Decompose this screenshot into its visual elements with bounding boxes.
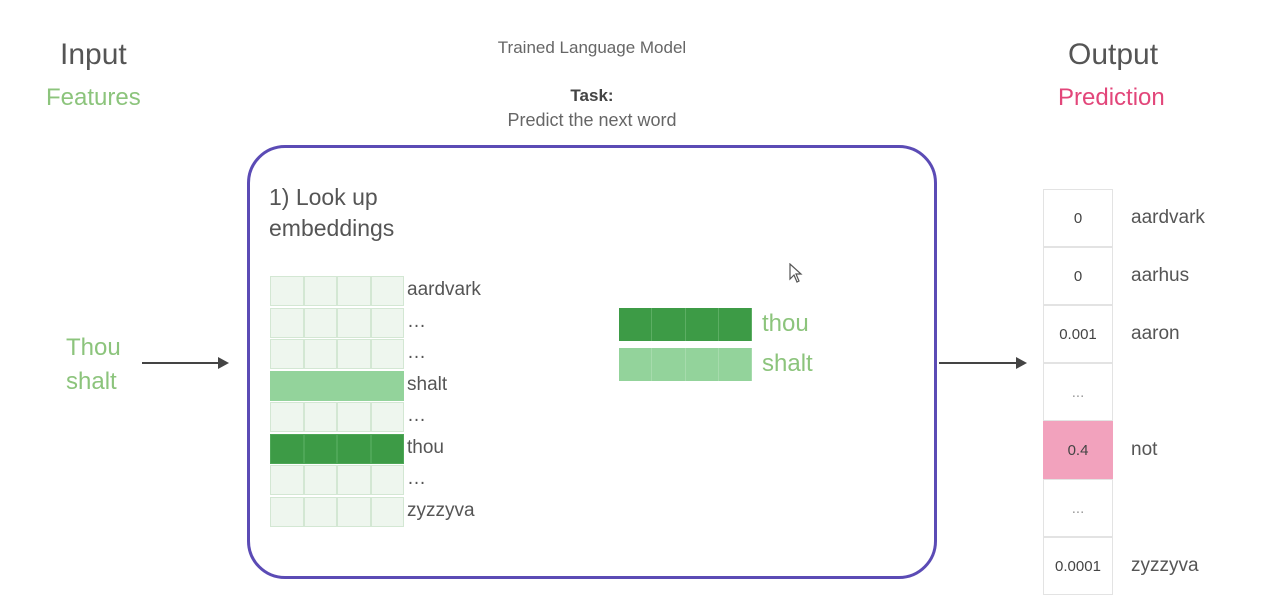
embedding-cell xyxy=(303,370,337,401)
embedding-cell xyxy=(685,348,719,381)
model-title: Trained Language Model xyxy=(497,38,687,57)
embedding-cell xyxy=(370,307,404,338)
embedding-matrix-row xyxy=(270,402,404,432)
embedding-cell xyxy=(270,370,304,401)
output-word-label: aardvark xyxy=(1131,207,1205,228)
embedding-matrix-row xyxy=(270,307,404,338)
embedding-cell xyxy=(370,433,404,464)
output-word-label: zyzzyva xyxy=(1131,555,1199,576)
embedding-cell xyxy=(370,465,404,495)
probability-cell: 0.0001 xyxy=(1043,537,1113,595)
input-word-thou: Thou xyxy=(66,334,121,361)
embedding-cell xyxy=(303,496,337,527)
probability-cell: 0 xyxy=(1043,247,1113,305)
probability-cell: ... xyxy=(1043,363,1113,421)
embedding-vector-thou xyxy=(619,308,752,341)
output-word-label: not xyxy=(1131,439,1158,460)
vocab-label: aardvark xyxy=(407,279,481,300)
embedding-cell xyxy=(337,339,371,369)
embedding-matrix-row xyxy=(270,496,404,527)
embedding-cell xyxy=(337,465,371,495)
embedding-cell xyxy=(270,402,304,432)
embedding-cell xyxy=(619,348,653,381)
embedding-cell xyxy=(619,308,653,341)
output-word-label: aarhus xyxy=(1131,265,1190,286)
embedding-label: thou xyxy=(762,310,809,337)
embedding-matrix-row xyxy=(270,465,404,495)
embedding-cell xyxy=(270,276,304,306)
embedding-cell xyxy=(270,433,304,464)
vocab-label: … xyxy=(407,468,426,489)
embedding-cell xyxy=(370,496,404,527)
vocab-label: shalt xyxy=(407,373,448,395)
embedding-cell xyxy=(652,308,686,341)
embedding-cell xyxy=(303,433,337,464)
embedding-cell xyxy=(303,465,337,495)
embedding-matrix-row xyxy=(270,370,404,401)
embedding-cell xyxy=(337,496,371,527)
vocab-label: zyzzyva xyxy=(407,499,475,521)
embedding-cell xyxy=(270,465,304,495)
model-box xyxy=(247,145,937,579)
embedding-vector-shalt xyxy=(619,348,752,381)
embedding-cell xyxy=(370,276,404,306)
embedding-cell xyxy=(303,402,337,432)
vocab-label: thou xyxy=(407,436,444,458)
task-label: Task: xyxy=(570,86,614,105)
output-word-label: aaron xyxy=(1131,323,1180,344)
embedding-cell xyxy=(337,307,371,338)
embedding-matrix-row xyxy=(270,433,404,464)
input-arrow-line xyxy=(142,362,218,364)
input-word-shalt: shalt xyxy=(66,368,117,395)
embedding-cell xyxy=(337,433,371,464)
embedding-cell xyxy=(718,308,752,341)
embedding-cell xyxy=(370,402,404,432)
embedding-cell xyxy=(652,348,686,381)
embedding-cell xyxy=(270,339,304,369)
output-title: Output xyxy=(1068,38,1159,71)
embedding-cell xyxy=(337,402,371,432)
output-arrow-head xyxy=(1016,357,1027,369)
probability-cell: 0.001 xyxy=(1043,305,1113,363)
embedding-cell xyxy=(303,276,337,306)
embedding-cell xyxy=(303,307,337,338)
embedding-cell xyxy=(337,370,371,401)
embedding-cell xyxy=(303,339,337,369)
output-arrow-line xyxy=(939,362,1016,364)
probability-cell: ... xyxy=(1043,479,1113,537)
step-label: 1) Look up embeddings xyxy=(269,184,395,241)
input-arrow-head xyxy=(218,357,229,369)
task-text: Predict the next word xyxy=(507,110,677,130)
embedding-cell xyxy=(270,496,304,527)
embedding-matrix-row xyxy=(270,339,404,369)
vocab-label: … xyxy=(407,342,426,363)
input-title: Input xyxy=(60,38,127,71)
embedding-cell xyxy=(270,307,304,338)
output-subtitle: Prediction xyxy=(1058,84,1165,111)
vocab-label: … xyxy=(407,310,426,332)
vocab-label: … xyxy=(407,405,426,426)
embedding-cell xyxy=(370,339,404,369)
input-subtitle: Features xyxy=(46,84,141,111)
probability-cell: 0.4 xyxy=(1043,421,1113,479)
embedding-label: shalt xyxy=(762,350,813,377)
mouse-cursor-icon xyxy=(789,263,803,283)
embedding-cell xyxy=(370,370,404,401)
probability-cell: 0 xyxy=(1043,189,1113,247)
embedding-matrix-row xyxy=(270,276,404,306)
embedding-cell xyxy=(685,308,719,341)
embedding-cell xyxy=(337,276,371,306)
embedding-cell xyxy=(718,348,752,381)
